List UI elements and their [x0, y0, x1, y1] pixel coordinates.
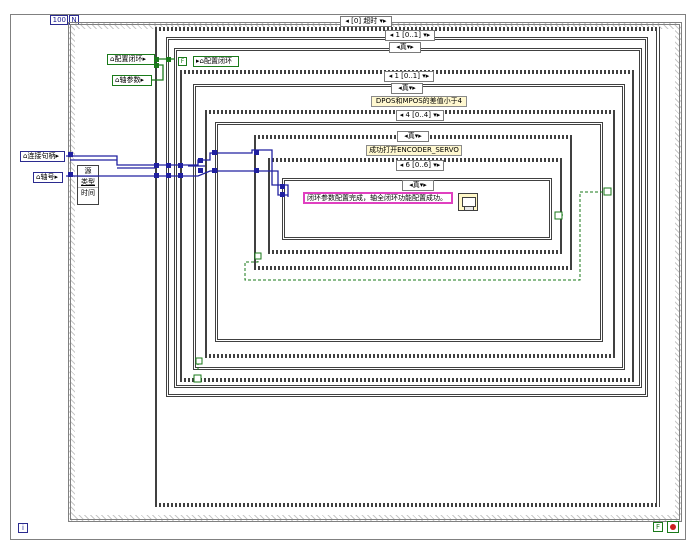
case-true-selector-1[interactable]: ◂真▾▸ [389, 42, 421, 53]
case-true-structure-4[interactable] [282, 178, 552, 240]
axis-params-control[interactable]: ⌂轴参数▸ [112, 75, 152, 86]
case-true-selector-2[interactable]: ◂真▾▸ [391, 83, 423, 94]
case-true-selector-3[interactable]: ◂真▾▸ [397, 131, 429, 142]
case-selector-3[interactable]: ◂ 4 [0..4] ▾▸ [396, 110, 444, 121]
unbundle-item-type: 类型 [78, 177, 98, 188]
axis-number-control[interactable]: ⌂轴号▸ [33, 172, 63, 183]
unbundle-by-name[interactable]: 源 类型 时间 [77, 165, 99, 205]
sequence-selector[interactable]: ◂ [0] 超时 ▾▸ [340, 16, 392, 27]
case-selector-1[interactable]: ◂ 1 [0..1] ▾▸ [385, 30, 435, 41]
case-true-selector-4[interactable]: ◂真▾▸ [402, 180, 434, 191]
diagram-border [10, 14, 686, 540]
case-selector-4[interactable]: ◂ 6 [0..6] ▾▸ [396, 160, 444, 171]
stop-terminal-icon[interactable] [667, 521, 679, 533]
one-button-dialog-icon[interactable] [458, 193, 478, 211]
message-string-constant: 闭环参数配置完成，轴全闭环功能配置成功。 [303, 192, 453, 204]
connect-handle-control[interactable]: ⌂连接句柄▸ [20, 151, 65, 162]
false-constant-stop[interactable]: F [653, 522, 663, 532]
loop-index-icon: i [18, 523, 28, 533]
string-dpos-mpos: DPOS和MPOS的差值小于4 [371, 96, 467, 107]
loop-count-constant[interactable]: 100 [50, 15, 68, 25]
inner-false-constant[interactable]: F [178, 57, 187, 66]
unbundle-item-time: 时间 [81, 189, 95, 197]
inner-config-closed-loop[interactable]: ▸⌂配置闭环 [193, 56, 239, 67]
string-encoder-servo: 成功打开ENCODER_SERVO [366, 145, 462, 156]
case-true-structure-3[interactable] [215, 122, 603, 342]
case-selector-2[interactable]: ◂ 1 [0..1] ▾▸ [384, 71, 434, 82]
